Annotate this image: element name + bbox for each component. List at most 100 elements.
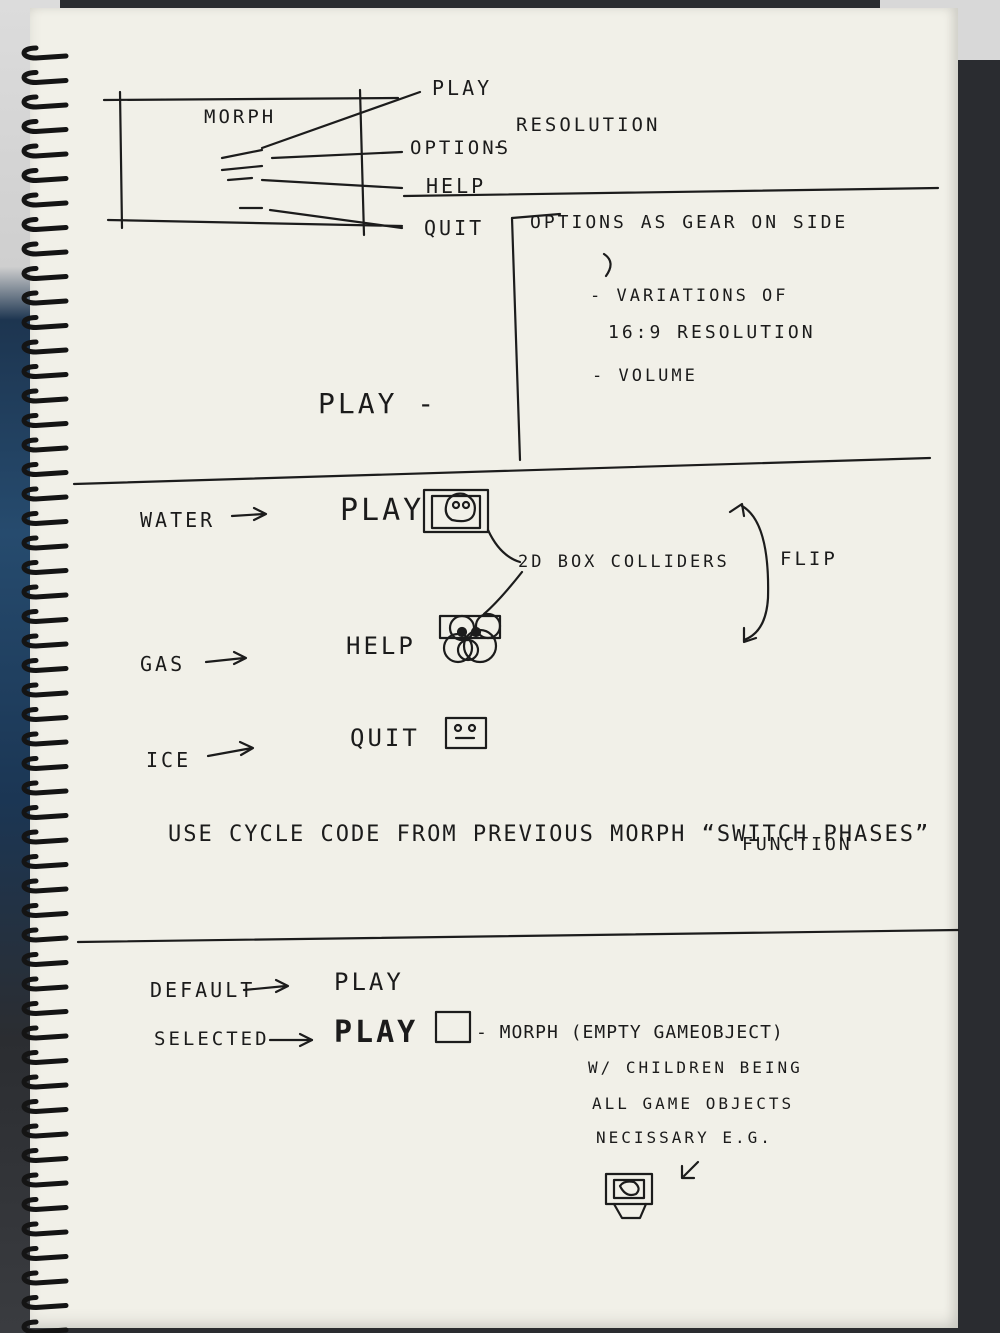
spiral-coil [21, 94, 69, 110]
cycle-note-line1: USE CYCLE CODE FROM PREVIOUS MORPH “SWIT… [168, 822, 931, 847]
options-heading: OPTIONS AS GEAR ON SIDE [530, 212, 849, 233]
options-box-top [510, 212, 562, 220]
state-arrows [204, 506, 268, 758]
notebook-page [30, 8, 958, 1328]
default-label: DEFAULT [150, 978, 256, 1002]
options-dash: - [492, 134, 508, 158]
spiral-coil [21, 854, 69, 870]
ice-icon [444, 716, 488, 750]
spiral-coil [21, 70, 69, 86]
menu-leader-lines [220, 90, 422, 230]
sprite-pointer-arrow [682, 1160, 700, 1178]
spiral-coil [21, 952, 69, 968]
water-icon [422, 488, 490, 534]
spiral-coil [21, 731, 69, 747]
menu-item-options: OPTIONS [410, 137, 512, 159]
state-water: WATER [140, 508, 216, 532]
menu-item-play: PLAY [432, 76, 493, 100]
spiral-coil [21, 217, 69, 233]
spiral-coil [21, 413, 69, 429]
morph-note-line3: NECISSARY E.G. [596, 1128, 773, 1147]
spiral-coil [21, 609, 69, 625]
mockup-title: MORPH [204, 106, 277, 128]
spiral-coil [21, 805, 69, 821]
spiral-coil [21, 560, 69, 576]
spiral-coil [21, 192, 69, 208]
spiral-coil [21, 266, 69, 282]
spiral-coil [21, 829, 69, 845]
flip-label: FLIP [780, 548, 838, 570]
spiral-coil [21, 1001, 69, 1017]
selected-label: SELECTED [154, 1028, 270, 1050]
spiral-coil [21, 1050, 69, 1066]
section3-play: PLAY [340, 493, 425, 528]
morph-note: - MORPH (EMPTY GAMEOBJECT) [476, 1022, 784, 1043]
spiral-coil [21, 1099, 69, 1115]
spiral-coil [21, 486, 69, 502]
spiral-coil [21, 339, 69, 355]
spiral-coil [21, 437, 69, 453]
spiral-coil [21, 364, 69, 380]
morph-note-line2: ALL GAME OBJECTS [592, 1094, 795, 1113]
morph-note-line1: W/ CHILDREN BEING [588, 1058, 803, 1077]
spiral-coil [21, 584, 69, 600]
state-ice: ICE [146, 748, 192, 772]
spiral-coil [21, 780, 69, 796]
colliders-label: 2D BOX COLLIDERS [518, 552, 730, 572]
spiral-coil [21, 143, 69, 159]
options-resolution: RESOLUTION [516, 114, 661, 136]
note-variations: - VARIATIONS OF [590, 286, 789, 306]
collider-pointer-1 [486, 528, 522, 564]
spiral-binding [21, 45, 69, 1333]
note-resolution: 16:9 RESOLUTION [608, 322, 816, 343]
spiral-coil [21, 462, 69, 478]
spiral-coil [21, 878, 69, 894]
spiral-coil [21, 511, 69, 527]
play-default: PLAY [334, 968, 404, 996]
spiral-coil [21, 1025, 69, 1041]
spiral-coil [21, 976, 69, 992]
cycle-note-line2: FUNCTION [742, 834, 853, 855]
default-selected-arrows [242, 978, 314, 1048]
spiral-coil [21, 633, 69, 649]
collider-pointer-2 [482, 570, 524, 616]
spiral-coil [21, 1319, 69, 1333]
spiral-coil [21, 658, 69, 674]
spiral-coil [21, 241, 69, 257]
menu-item-help: HELP [426, 174, 487, 198]
options-box-left [510, 216, 522, 462]
spiral-coil [21, 1074, 69, 1090]
spiral-coil [21, 1172, 69, 1188]
spiral-coil [21, 1197, 69, 1213]
empty-gameobject-box [434, 1010, 472, 1044]
arrow-squiggle [602, 252, 612, 278]
spiral-coil [21, 756, 69, 772]
spiral-coil [21, 1148, 69, 1164]
spiral-coil [21, 290, 69, 306]
spiral-coil [21, 1295, 69, 1311]
spiral-coil [21, 119, 69, 135]
spiral-coil [21, 1246, 69, 1262]
play-selected: PLAY [334, 1015, 419, 1050]
spiral-coil [21, 707, 69, 723]
spiral-coil [21, 682, 69, 698]
gas-icon [438, 612, 502, 664]
divider-3 [76, 928, 960, 944]
spiral-coil [21, 315, 69, 331]
section3-quit: QUIT [350, 724, 420, 752]
spiral-coil [21, 1270, 69, 1286]
divider-2 [72, 456, 932, 486]
section2-play: PLAY - [318, 387, 438, 420]
menu-item-quit: QUIT [424, 216, 485, 240]
divider-1 [402, 186, 940, 198]
spiral-coil [21, 168, 69, 184]
spiral-coil [21, 388, 69, 404]
state-gas: GAS [140, 652, 186, 676]
spiral-coil [21, 535, 69, 551]
note-volume: - VOLUME [592, 366, 698, 386]
spiral-coil [21, 45, 69, 61]
water-sprite-icon [604, 1172, 654, 1220]
spiral-coil [21, 1123, 69, 1139]
spiral-coil [21, 903, 69, 919]
